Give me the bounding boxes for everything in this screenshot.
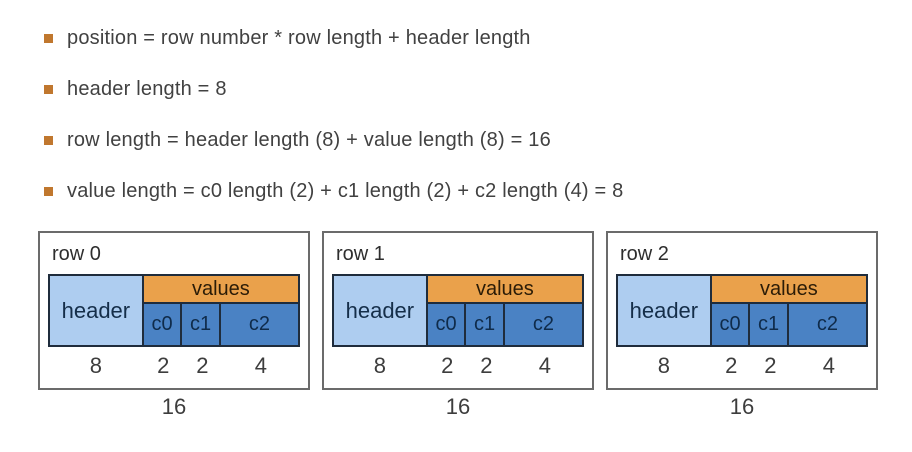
- bullet-text: row length = header length (8) + value l…: [67, 129, 551, 151]
- cell-c1: c1: [750, 304, 789, 345]
- value-cells: c0 c1 c2: [427, 304, 582, 345]
- row-box: row 2 header values c0 c1 c2 8 2: [606, 231, 878, 390]
- row-diagram-1: row 1 header values c0 c1 c2 8 2: [322, 231, 594, 420]
- row-box: row 0 header values c0 c1 c2 8 2: [38, 231, 310, 390]
- values-group: values c0 c1 c2: [143, 274, 300, 347]
- values-bar: values: [427, 276, 582, 304]
- cell-c2: c2: [220, 304, 298, 345]
- value-cells: c0 c1 c2: [711, 304, 866, 345]
- byte-strip: header values c0 c1 c2: [616, 274, 868, 347]
- cell-c0: c0: [711, 304, 751, 345]
- bullet-text: value length = c0 length (2) + c1 length…: [67, 180, 624, 202]
- row-box: row 1 header values c0 c1 c2 8 2: [322, 231, 594, 390]
- values-group: values c0 c1 c2: [427, 274, 584, 347]
- cell-c1: c1: [182, 304, 221, 345]
- length-numbers: 8 2 2 4: [48, 353, 300, 379]
- bullet-list: position = row number * row length + hea…: [0, 0, 912, 202]
- header-length: 8: [657, 353, 670, 378]
- cell-c0: c0: [143, 304, 183, 345]
- bullet-square-icon: [44, 187, 53, 196]
- row-diagram-0: row 0 header values c0 c1 c2 8 2: [38, 231, 310, 420]
- c2-length: 4: [254, 353, 268, 378]
- header-cell: header: [48, 274, 144, 347]
- cell-c2: c2: [788, 304, 866, 345]
- c2-length: 4: [822, 353, 836, 378]
- row-label: row 1: [336, 243, 385, 265]
- bullet-text: header length = 8: [67, 78, 227, 100]
- row-diagrams: row 0 header values c0 c1 c2 8 2: [0, 231, 912, 420]
- cell-c0: c0: [427, 304, 467, 345]
- bullet-square-icon: [44, 136, 53, 145]
- bullet-item: row length = header length (8) + value l…: [44, 129, 912, 151]
- length-numbers: 8 2 2 4: [616, 353, 868, 379]
- c0-length: 2: [157, 353, 170, 378]
- header-cell: header: [616, 274, 712, 347]
- c0-length: 2: [441, 353, 454, 378]
- values-bar: values: [143, 276, 298, 304]
- c1-length: 2: [196, 353, 209, 378]
- byte-strip: header values c0 c1 c2: [332, 274, 584, 347]
- byte-strip: header values c0 c1 c2: [48, 274, 300, 347]
- bullet-item: position = row number * row length + hea…: [44, 27, 912, 49]
- c2-length: 4: [538, 353, 552, 378]
- bullet-square-icon: [44, 85, 53, 94]
- c0-length: 2: [725, 353, 738, 378]
- cell-c2: c2: [504, 304, 582, 345]
- bullet-square-icon: [44, 34, 53, 43]
- cell-c1: c1: [466, 304, 505, 345]
- value-cells: c0 c1 c2: [143, 304, 298, 345]
- bullet-item: header length = 8: [44, 78, 912, 100]
- bullet-item: value length = c0 length (2) + c1 length…: [44, 180, 912, 202]
- c1-length: 2: [764, 353, 777, 378]
- row-diagram-2: row 2 header values c0 c1 c2 8 2: [606, 231, 878, 420]
- c1-length: 2: [480, 353, 493, 378]
- header-cell: header: [332, 274, 428, 347]
- row-total-length: 16: [445, 394, 471, 419]
- bullet-text: position = row number * row length + hea…: [67, 27, 531, 49]
- values-group: values c0 c1 c2: [711, 274, 868, 347]
- header-length: 8: [373, 353, 386, 378]
- values-bar: values: [711, 276, 866, 304]
- row-total-length: 16: [161, 394, 187, 419]
- length-numbers: 8 2 2 4: [332, 353, 584, 379]
- row-label: row 0: [52, 243, 101, 265]
- row-total-length: 16: [729, 394, 755, 419]
- row-label: row 2: [620, 243, 669, 265]
- header-length: 8: [89, 353, 102, 378]
